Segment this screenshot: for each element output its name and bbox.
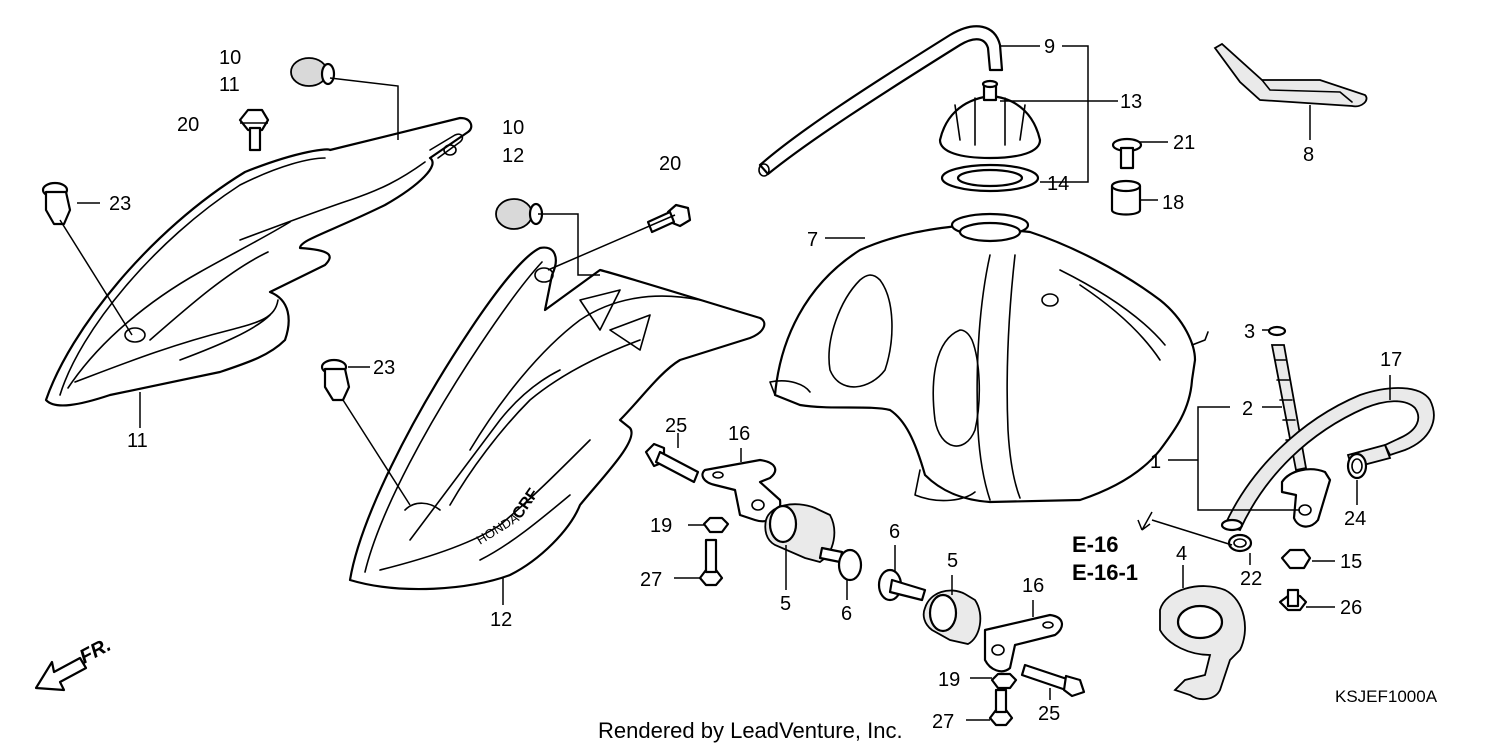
credit-text: Rendered by LeadVenture, Inc. (598, 718, 903, 743)
callout-16-left: 16 (728, 423, 750, 445)
bracket-16-right (983, 613, 1063, 673)
fuel-tank (769, 212, 1209, 504)
rubber-5-left (764, 503, 836, 563)
callout-17: 17 (1380, 349, 1402, 371)
screw-21 (1111, 137, 1143, 170)
callout-8: 8 (1303, 144, 1314, 166)
callout-23-left: 23 (109, 193, 131, 215)
callout-24: 24 (1344, 508, 1366, 530)
fuel-hose (1220, 387, 1435, 532)
right-shroud: HONDA CRF (348, 246, 766, 591)
bracket-16-left (701, 458, 782, 523)
front-direction: FR. (34, 634, 115, 692)
callout-labels: 10 11 20 23 11 10 12 20 23 12 9 13 21 14… (109, 36, 1402, 733)
nut-15 (1280, 548, 1312, 570)
callout-1: 1 (1150, 451, 1161, 473)
callout-6-right: 6 (889, 521, 900, 543)
callout-23-right: 23 (373, 357, 395, 379)
clip-24 (1346, 452, 1368, 480)
bolt-20-left (238, 108, 270, 152)
collar-18 (1110, 179, 1142, 216)
callout-6-left: 6 (841, 603, 852, 625)
washer-3 (1267, 325, 1287, 337)
bolt-27-left (698, 538, 724, 587)
callout-5-right: 5 (947, 550, 958, 572)
callout-10-middle: 10 (502, 117, 524, 139)
callout-2: 2 (1242, 398, 1253, 420)
left-shroud (44, 116, 473, 407)
nut-19-left (702, 516, 730, 534)
callout-9: 9 (1044, 36, 1055, 58)
callout-25-left: 25 (665, 415, 687, 437)
callout-25-right: 25 (1038, 703, 1060, 725)
callout-19-left: 19 (650, 515, 672, 537)
rubber-5-right (922, 589, 982, 645)
grommet-lower (495, 198, 544, 230)
bolt-25-left (644, 442, 700, 484)
callout-27-left: 27 (640, 569, 662, 591)
breather-tube (758, 25, 1004, 177)
tank-guard (1213, 42, 1368, 108)
callout-3: 3 (1244, 321, 1255, 343)
callout-21: 21 (1173, 132, 1195, 154)
clip-22 (1227, 533, 1253, 553)
callout-15: 15 (1340, 551, 1362, 573)
callout-11-lower: 11 (127, 430, 148, 452)
cap-gasket (940, 163, 1040, 193)
callout-4: 4 (1176, 543, 1187, 565)
hose-band (1159, 585, 1246, 701)
callout-14: 14 (1047, 173, 1069, 195)
callout-18: 18 (1162, 192, 1184, 214)
leader-lines (59, 45, 1391, 721)
collar-6-left (818, 546, 863, 582)
bolt-25-right (1020, 663, 1086, 698)
bolt-20-right (646, 203, 692, 234)
callout-7: 7 (807, 229, 818, 251)
callout-20-left: 20 (177, 114, 199, 136)
callout-22: 22 (1240, 568, 1262, 590)
callout-10-upper: 10 (219, 47, 241, 69)
callout-26: 26 (1340, 597, 1362, 619)
bolt-27-right (988, 688, 1014, 727)
nut-19-right (990, 672, 1018, 690)
clip-23-right (320, 358, 351, 402)
reference-labels: E-16 E-16-1 (1072, 511, 1153, 585)
callout-19-right: 19 (938, 669, 960, 691)
front-arrow-icon (34, 656, 88, 692)
grommet-upper (290, 57, 336, 87)
ref-e16: E-16 (1072, 532, 1118, 557)
callout-16-right: 16 (1022, 575, 1044, 597)
fuel-cap (938, 79, 1042, 160)
collar-6-right (877, 568, 927, 602)
ref-e16-1: E-16-1 (1072, 560, 1138, 585)
callout-20-right: 20 (659, 153, 681, 175)
bolt-26 (1278, 588, 1308, 612)
diagram-code: KSJEF1000A (1335, 687, 1438, 706)
callout-12-lower: 12 (490, 609, 512, 631)
clip-23-left (41, 181, 72, 226)
callout-5-left: 5 (780, 593, 791, 615)
callout-27-right: 27 (932, 711, 954, 733)
callout-12-upper: 12 (502, 145, 524, 167)
callout-11-upper: 11 (219, 74, 240, 96)
callout-13: 13 (1120, 91, 1142, 113)
